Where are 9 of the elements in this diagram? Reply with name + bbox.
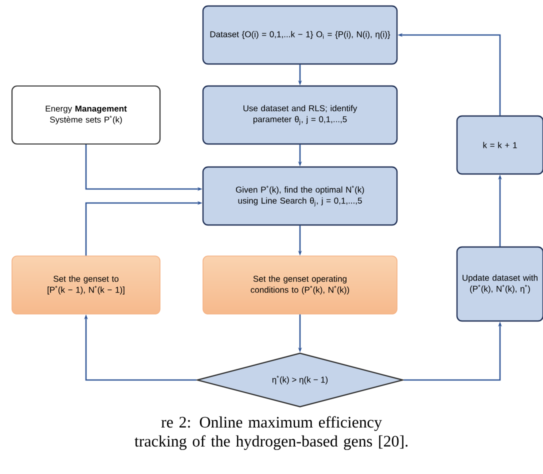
process-box: Given P$^{*}$(k), find the optimal N$^{*}$(k) using Line Search θ$_{j}$, j = 0,1,...,5	[202, 166, 398, 226]
action-box: Set the genset operating conditions to (P$^{*}$(k), N$^{*}$(k))	[202, 256, 398, 314]
input-box: Energy Management Système sets P$^{*}$(k)	[11, 85, 161, 145]
process-box: Dataset {O(i) = 0,1,...k − 1} O$_{i}$ = {P(i), N(i), η(i)}	[202, 5, 398, 65]
process-box: Update dataset with (P$^{*}$(k), N$^{*}$(k), η$^{*}$)	[456, 246, 543, 322]
process-box: k = k + 1	[456, 115, 543, 175]
process-box: Use dataset and RLS; identify parameter θ$_{j}$, j = 0,1,...,5	[202, 85, 398, 145]
caption: re 2: Online maximum efficiency tracking of the hydrogen-based gens [20].	[134, 416, 408, 450]
action-box: Set the genset to [P$^{*}$(k − 1), N$^{*}$(k − 1)]	[12, 256, 160, 314]
